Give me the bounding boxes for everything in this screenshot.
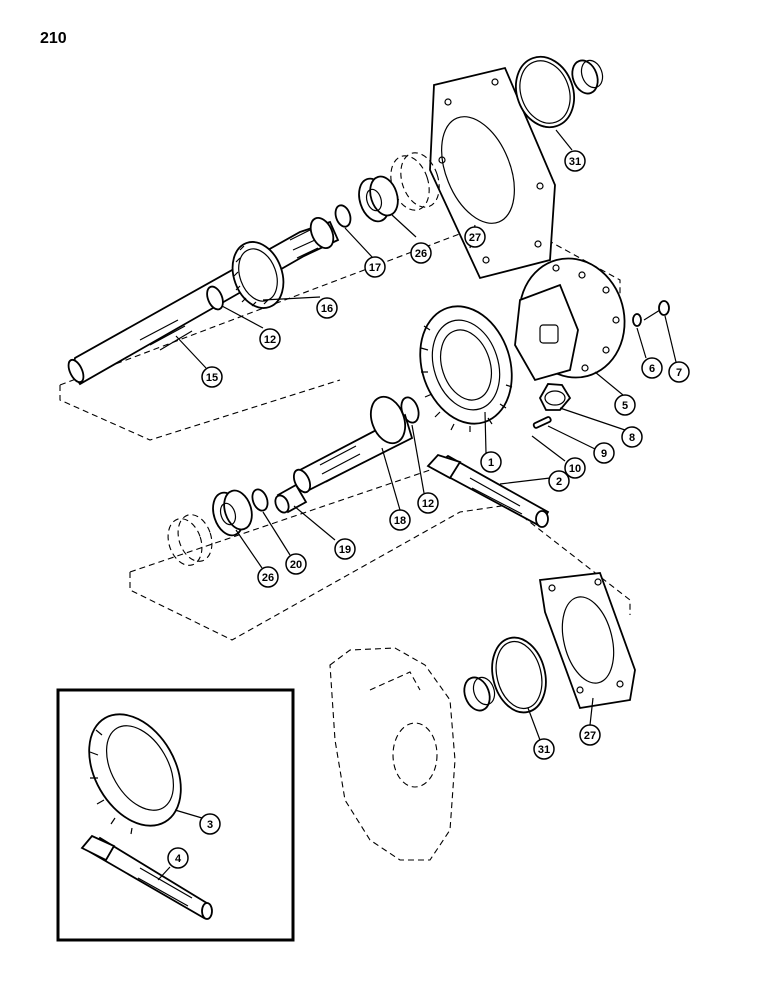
callout-label: 19 <box>339 544 351 556</box>
callout-2: 2 <box>548 470 570 492</box>
o-ring-upper <box>515 55 575 129</box>
pin-9 <box>532 416 552 429</box>
inset-ring-gear <box>88 713 182 835</box>
bolt-7 <box>643 300 670 321</box>
callout-8: 8 <box>621 426 643 448</box>
callout-27-upper: 27 <box>464 226 486 248</box>
pinion-shaft-2 <box>426 453 550 528</box>
callout-7: 7 <box>668 361 690 383</box>
callout-label: 31 <box>538 744 550 756</box>
callout-label: 12 <box>264 334 276 346</box>
callout-31-upper: 31 <box>564 150 586 172</box>
callout-label: 26 <box>262 572 274 584</box>
callout-label: 12 <box>422 498 434 510</box>
callout-label: 27 <box>469 232 481 244</box>
callout-label: 26 <box>415 248 427 260</box>
callout-label: 2 <box>556 476 562 488</box>
gear-16 <box>231 241 285 309</box>
callout-20: 20 <box>285 553 307 575</box>
callout-label: 4 <box>175 853 182 865</box>
callout-6: 6 <box>641 357 663 379</box>
callout-label: 5 <box>622 400 628 412</box>
callout-label: 10 <box>569 463 581 475</box>
callout-17: 17 <box>364 256 386 278</box>
callout-10: 10 <box>564 457 586 479</box>
callout-label: 7 <box>676 367 682 379</box>
leader-lines <box>157 129 677 881</box>
callout-label: 20 <box>290 559 302 571</box>
callout-26-lower: 26 <box>257 566 279 588</box>
bearing-cone-upper <box>358 175 399 223</box>
bearing-cone-housing <box>463 676 496 712</box>
gasket-upper <box>429 66 556 280</box>
callout-15: 15 <box>201 366 223 388</box>
shaft-15 <box>67 216 340 386</box>
washer-17 <box>334 204 352 228</box>
callout-4: 4 <box>167 847 189 869</box>
inset-pinion-shaft <box>80 834 213 920</box>
callout-label: 3 <box>207 819 213 831</box>
bearing-cup-lower-hidden <box>167 514 213 566</box>
washer-6 <box>632 313 642 327</box>
pinion-gear-8 <box>538 383 572 411</box>
callout-label: 9 <box>601 448 607 460</box>
callout-9: 9 <box>593 442 615 464</box>
washer-12-upper <box>206 285 224 311</box>
transmission-housing-hidden <box>329 647 456 861</box>
bearing-cone-top-right <box>571 59 604 95</box>
callout-31-lower: 31 <box>533 738 555 760</box>
callout-5: 5 <box>614 394 636 416</box>
ring-gear-1 <box>419 305 513 432</box>
callout-label: 17 <box>369 262 381 274</box>
callout-3: 3 <box>199 813 221 835</box>
callout-12-upper: 12 <box>259 328 281 350</box>
callout-18: 18 <box>389 509 411 531</box>
callout-27-lower: 27 <box>579 724 601 746</box>
callout-label: 27 <box>584 730 596 742</box>
bearing-cone-lower <box>212 489 253 537</box>
callout-label: 6 <box>649 363 655 375</box>
washer-20 <box>251 488 269 512</box>
spacer-19 <box>274 483 308 514</box>
differential-case <box>514 257 626 382</box>
shaft-18 <box>292 395 414 494</box>
callout-26-upper: 26 <box>410 242 432 264</box>
callout-label: 8 <box>629 432 635 444</box>
inset-panel <box>56 688 295 942</box>
callout-16: 16 <box>316 297 338 319</box>
callout-1: 1 <box>480 451 502 473</box>
callout-label: 16 <box>321 303 333 315</box>
callout-19: 19 <box>334 538 356 560</box>
callout-label: 31 <box>569 156 581 168</box>
callout-label: 18 <box>394 515 406 527</box>
lower-assembly-outline <box>129 469 631 641</box>
upper-assembly-outline <box>59 224 621 441</box>
callout-label: 1 <box>488 457 494 469</box>
page-number: 210 <box>40 30 67 47</box>
callout-12-lower: 12 <box>417 492 439 514</box>
o-ring-lower <box>491 636 547 714</box>
callout-label: 15 <box>206 372 218 384</box>
gasket-lower <box>538 572 636 710</box>
